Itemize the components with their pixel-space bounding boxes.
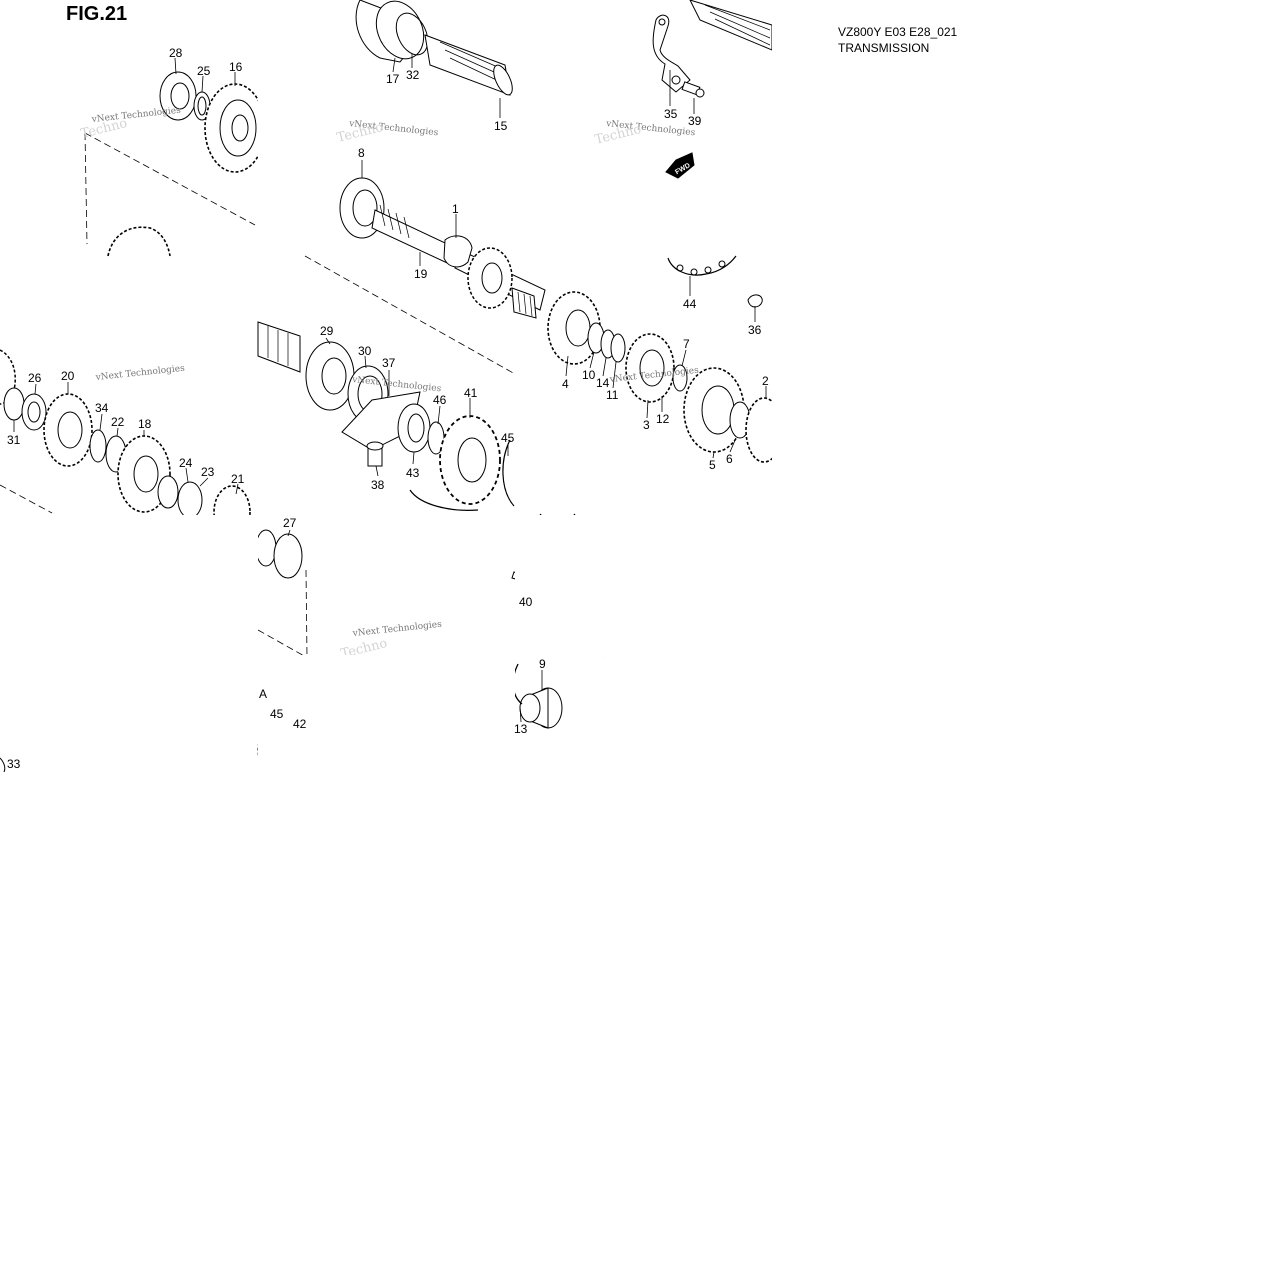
drive-chain-44 — [667, 255, 737, 276]
gear-unlabeled-a — [467, 247, 513, 309]
gear-2 — [745, 397, 772, 463]
callout-10: 10 — [582, 368, 596, 382]
callout-1: 1 — [452, 202, 459, 216]
callout-8: 8 — [358, 146, 365, 160]
callout-42: 42 — [293, 717, 307, 731]
oring-46 — [427, 421, 445, 455]
washer-11 — [610, 333, 626, 363]
callout-12: 12 — [656, 412, 670, 426]
callout-24: 24 — [179, 456, 193, 470]
callout-46: 46 — [433, 393, 447, 407]
bushing-unlabeled — [511, 287, 537, 319]
callout-6: 6 — [726, 452, 733, 466]
callout-44: 44 — [683, 297, 697, 311]
callout-13: 13 — [514, 722, 528, 736]
watermark-text: vNext Technologies — [351, 620, 442, 639]
callout-37: 37 — [382, 356, 396, 370]
washer-26 — [21, 393, 47, 431]
callout-20: 20 — [61, 369, 75, 383]
watermark-text: vNext Technologies — [94, 364, 185, 383]
callout-41: 41 — [464, 386, 478, 400]
spacer-43 — [397, 403, 431, 453]
bearing-29 — [305, 341, 355, 411]
callout-19: 19 — [414, 267, 428, 281]
assembly-guide-lines — [0, 132, 516, 658]
bolt-39 — [681, 81, 705, 98]
callout-28: 28 — [169, 46, 183, 60]
sprocket-41 — [439, 415, 501, 505]
model-code: VZ800Y E03 E28_021 — [838, 25, 958, 39]
callout-45: 45 — [501, 431, 515, 445]
callout-32: 32 — [406, 68, 420, 82]
gear-partial-left — [107, 226, 171, 257]
needle-bearing-9 — [519, 687, 563, 729]
callout-31: 31 — [7, 433, 21, 447]
callout-14: 14 — [596, 376, 610, 390]
callout-21: 21 — [231, 472, 245, 486]
callout-3: 3 — [643, 418, 650, 432]
callout-18: 18 — [138, 417, 152, 431]
fwd-arrow-icon — [665, 152, 695, 179]
callout-11: 11 — [606, 388, 619, 402]
tile-gaps — [0, 0, 772, 772]
callout-22: 22 — [111, 415, 125, 429]
callout-27: 27 — [283, 516, 297, 530]
part-33 — [0, 757, 6, 772]
bushing-24 — [157, 475, 179, 509]
washer-23 — [177, 481, 203, 519]
callout-2: 2 — [762, 374, 769, 388]
circlip-34 — [89, 429, 107, 463]
pin-36 — [747, 294, 763, 308]
callout-15: 15 — [494, 119, 508, 133]
callout-29: 29 — [320, 324, 334, 338]
callout-36: 36 — [748, 323, 762, 337]
bearing-28 — [159, 71, 197, 121]
ring-27 — [255, 529, 303, 579]
gear-16 — [204, 83, 266, 173]
callout-25: 25 — [197, 64, 211, 78]
section-title: TRANSMISSION — [838, 41, 930, 55]
diagram-meta: VZ800Y E03 E28_021 TRANSMISSION — [838, 24, 957, 56]
callout-9: 9 — [539, 657, 546, 671]
output-shaft — [257, 321, 301, 373]
callout-35: 35 — [664, 107, 678, 121]
fig-title: FIG.21 — [66, 3, 128, 25]
bracket-35 — [652, 14, 691, 93]
callout-40: 40 — [519, 595, 533, 609]
part-1 — [443, 235, 473, 268]
gear-3 — [625, 333, 675, 403]
gear-20 — [43, 393, 93, 467]
bolt-38 — [366, 441, 384, 467]
callout-7: 7 — [683, 337, 690, 351]
callout-33: 33 — [7, 757, 21, 771]
callout-45: 45 — [270, 707, 284, 721]
circlip-7 — [672, 364, 688, 392]
part-callouts: 28 25 16 17 32 15 35 39 8 1 19 44 36 29 … — [7, 46, 769, 771]
callout-38: 38 — [371, 478, 385, 492]
gear-18 — [117, 435, 171, 513]
callout-23: 23 — [201, 465, 215, 479]
callout-4: 4 — [562, 377, 569, 391]
callout-43: 43 — [406, 466, 420, 480]
callout-30: 30 — [358, 344, 372, 358]
callout-16: 16 — [229, 60, 243, 74]
callout-39: 39 — [688, 114, 702, 128]
countershaft-top — [355, 0, 772, 96]
callout-26: 26 — [28, 371, 42, 385]
callout-a: A — [259, 687, 267, 701]
callout-5: 5 — [709, 458, 716, 472]
washer-31 — [3, 387, 25, 421]
callout-34: 34 — [95, 401, 109, 415]
callout-17: 17 — [386, 72, 400, 86]
washer-45-upper — [502, 439, 515, 507]
